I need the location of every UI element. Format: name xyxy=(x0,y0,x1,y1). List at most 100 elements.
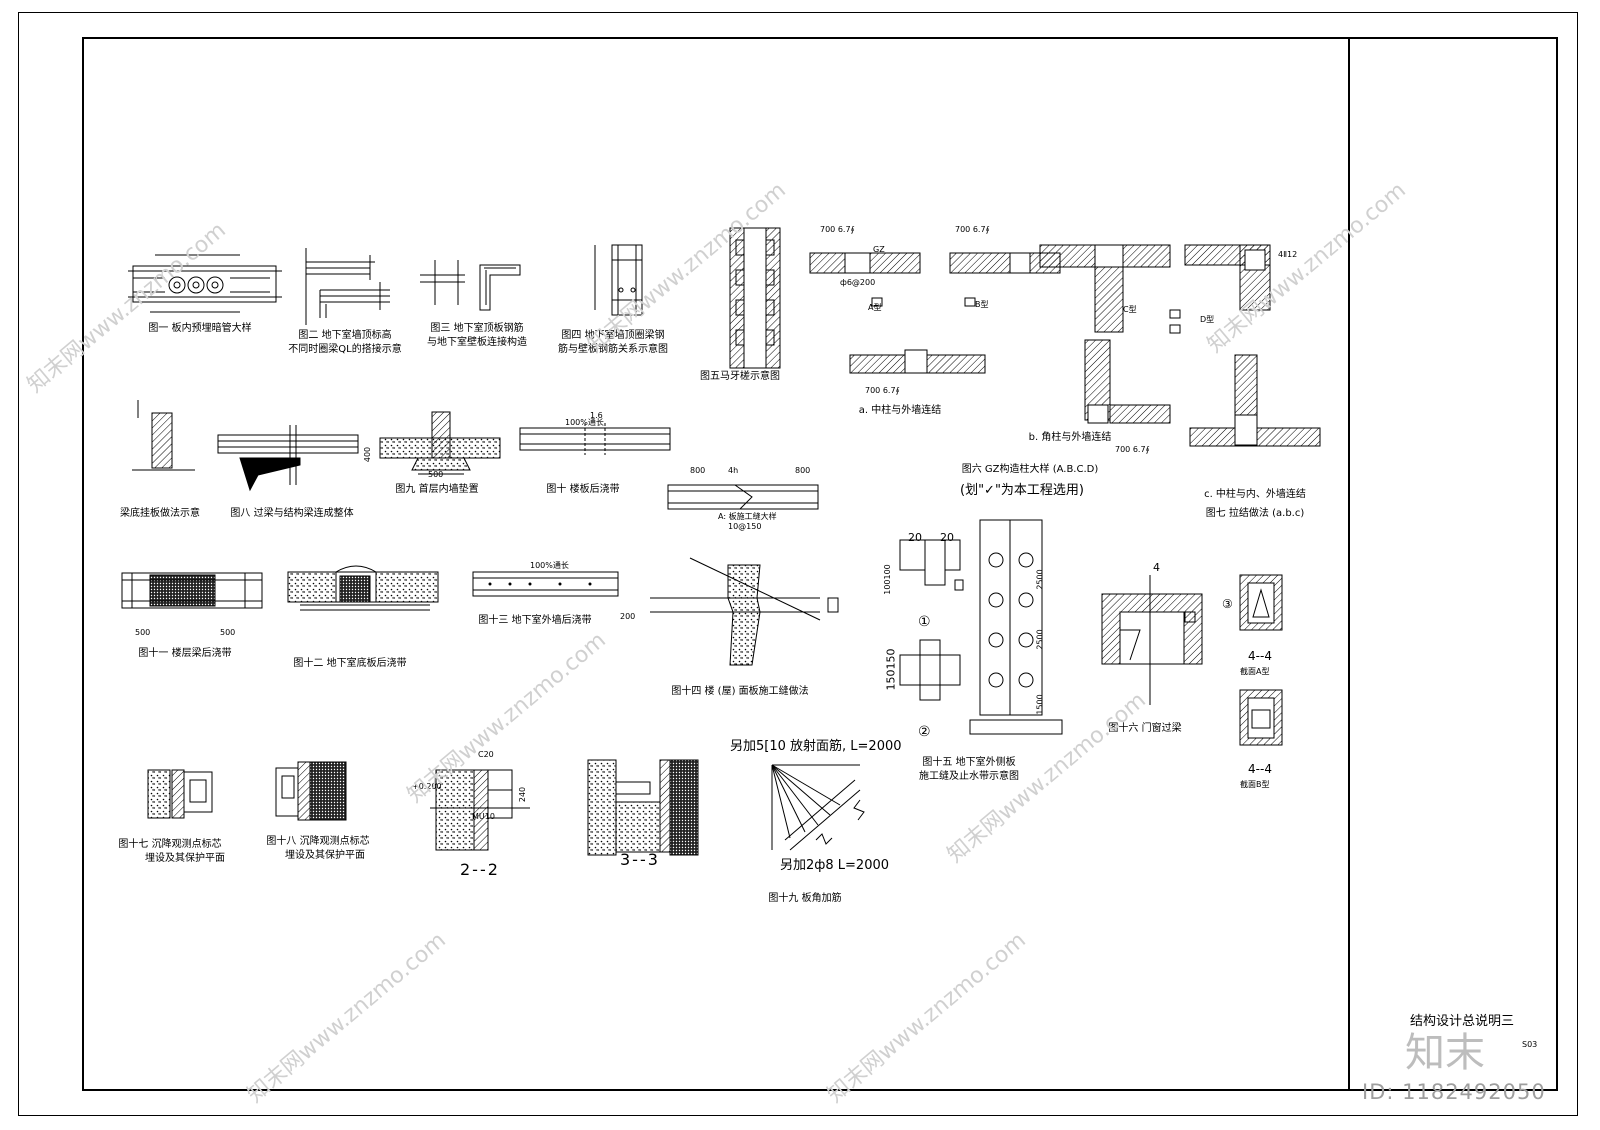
sectionB-label: 截面B型 xyxy=(1240,780,1270,789)
section22-label: 2--2 xyxy=(460,860,500,879)
dim-1500: 1500 xyxy=(1035,694,1045,715)
dim-100pct-a: 100%通长 xyxy=(565,418,604,427)
fig14-joint xyxy=(650,557,839,666)
marker-3: ③ xyxy=(1222,597,1233,611)
fig6a xyxy=(849,349,986,374)
fig6-note: (划"✓"为本工程选用) xyxy=(960,483,1084,498)
label-4: 4 xyxy=(1153,561,1160,574)
label-type-b: B型 xyxy=(975,300,989,309)
fig19-top-note: 另加5[10 放射面筋, L=2000 xyxy=(730,739,902,754)
section44b-label: 4--4 xyxy=(1248,762,1272,776)
label-gz: GZ xyxy=(873,245,885,254)
dim-20-a: 20 xyxy=(908,531,922,544)
fig7c xyxy=(1189,354,1321,447)
fig7c-caption: c. 中柱与内、外墙连结 xyxy=(1204,489,1306,500)
fig17-caption-line2: 埋设及其保护平面 xyxy=(145,853,225,864)
dim-100100: 100100 xyxy=(882,564,892,595)
section44a-label: 4--4 xyxy=(1248,649,1272,663)
fig3-caption-line1: 图三 地下室顶板钢筋 xyxy=(430,323,524,334)
dim-10at150: 10@150 xyxy=(728,522,762,531)
sheet-number: S03 xyxy=(1522,1040,1538,1049)
label-200: 200 xyxy=(620,612,636,621)
label-type-a: A型 xyxy=(868,303,882,312)
fig1-slab-pipe xyxy=(128,254,282,313)
fig5-toothed-wall xyxy=(729,227,781,369)
drawing-frame xyxy=(82,37,1558,1091)
fig19-bottom-note: 另加2ф8 L=2000 xyxy=(780,858,890,873)
fig4-caption-line1: 图四 地下室墙顶圈梁钢 xyxy=(561,330,665,341)
fig10-slab-post-cast xyxy=(519,423,671,455)
dim-800-a: 800 xyxy=(690,466,706,475)
fig18-caption-line2: 埋设及其保护平面 xyxy=(285,850,365,861)
fig9-caption: 图九 首层内墙垫置 xyxy=(395,484,479,495)
fig3-roof-slab xyxy=(420,260,521,311)
fig17-caption-line1: 图十七 沉降观测点标芯 xyxy=(118,839,222,850)
label-mu10: MU10 xyxy=(472,812,495,821)
sheet-title: 结构设计总说明三 xyxy=(1410,1014,1515,1029)
fig19-corner xyxy=(771,764,865,851)
fig6b xyxy=(1084,339,1171,424)
outer-border xyxy=(18,12,1578,1116)
fig10a-caption: A: 板施工缝大样 xyxy=(718,512,777,521)
fig12-caption: 图十二 地下室底板后浇带 xyxy=(293,658,407,669)
fig14-caption: 图十四 楼 (屋) 面板施工缝做法 xyxy=(671,686,809,697)
fig16-lintel xyxy=(1101,575,1203,705)
bar-700-a: 700 6.7∮ xyxy=(820,225,855,234)
fig15-caption-line2: 施工缝及止水带示意图 xyxy=(919,771,1019,782)
dim-500-a: 500 xyxy=(135,628,151,637)
fig18-caption-line1: 图十八 沉降观测点标芯 xyxy=(266,836,370,847)
fig13-caption: 图十三 地下室外墙后浇带 xyxy=(478,615,592,626)
bar-700-d: 700 6.7∮ xyxy=(1115,445,1150,454)
fig11-caption: 图十一 楼层梁后浇带 xyxy=(138,648,232,659)
marker-1: ① xyxy=(918,614,931,630)
fig15-caption-line1: 图十五 地下室外侧板 xyxy=(922,757,1016,768)
dim-2500-a: 2500 xyxy=(1035,569,1045,590)
fig7-caption: 图七 拉结做法 (a.b.c) xyxy=(1205,508,1305,519)
watermark-id: ID: 1182492050 xyxy=(1362,1080,1546,1104)
label-240: 240 xyxy=(518,786,528,803)
beam-plate-caption: 梁底挂板做法示意 xyxy=(120,508,200,519)
dim-20-b: 20 xyxy=(940,531,954,544)
fig9-inner-wall xyxy=(379,411,501,475)
dim-400: 400 xyxy=(363,446,373,463)
section44 xyxy=(1239,574,1283,746)
fig2-caption-line2: 不同时圈梁QL的搭接示意 xyxy=(288,344,402,355)
section22 xyxy=(430,769,530,851)
fig13-ext-wall xyxy=(472,571,619,597)
dim-500-c: 500 xyxy=(428,470,444,479)
fig6-gz-details xyxy=(809,244,1271,334)
dim-800-b: 800 xyxy=(795,466,811,475)
dim-4h: 4h xyxy=(728,466,739,475)
fig18-settlement xyxy=(275,761,347,821)
fig2-caption-line1: 图二 地下室墙顶标高 xyxy=(298,330,392,341)
fig6a-caption: a. 中柱与外墙连结 xyxy=(858,405,942,416)
section33-label: 3--3 xyxy=(620,850,660,869)
fig3-caption-line2: 与地下室壁板连接构造 xyxy=(427,337,527,348)
watermark-brand-logo: 知末 xyxy=(1405,1030,1485,1076)
dim-2500-b: 2500 xyxy=(1035,629,1045,650)
fig10-caption: 图十 楼板后浇带 xyxy=(546,484,620,495)
title-block-divider xyxy=(1348,37,1350,1091)
fig4-wall-ring xyxy=(594,244,643,316)
bar-700-b: 700 6.7∮ xyxy=(955,225,990,234)
fig5-caption: 图五马牙槎示意图 xyxy=(700,371,780,382)
label-c20: C20 xyxy=(478,750,494,759)
fig11-beam-post-cast xyxy=(121,572,263,609)
fig2-ring-beam xyxy=(305,248,390,325)
fig6-caption: 图六 GZ构造柱大样 (A.B.C.D) xyxy=(961,464,1099,475)
label-elev: +0.200 xyxy=(412,782,442,791)
marker-2: ② xyxy=(918,724,931,740)
fig16-caption: 图十六 门窗过梁 xyxy=(1108,723,1182,734)
section33 xyxy=(587,759,699,856)
fig10a-slab-joint xyxy=(667,484,819,510)
dim-150150: 150150 xyxy=(884,648,898,691)
label-4Ⅱ12: 4Ⅱ12 xyxy=(1278,250,1298,259)
bar-700-c: 700 6.7∮ xyxy=(865,386,900,395)
fig-beam-plate xyxy=(132,400,195,471)
fig19-caption: 图十九 板角加筋 xyxy=(768,893,842,904)
label-type-d: D型 xyxy=(1200,315,1215,324)
fig1-caption: 图一 板内预埋暗管大样 xyxy=(148,323,252,334)
fig8-lintel xyxy=(217,425,359,492)
dim-500-b: 500 xyxy=(220,628,236,637)
dim-100pct-b: 100%通长 xyxy=(530,561,569,570)
